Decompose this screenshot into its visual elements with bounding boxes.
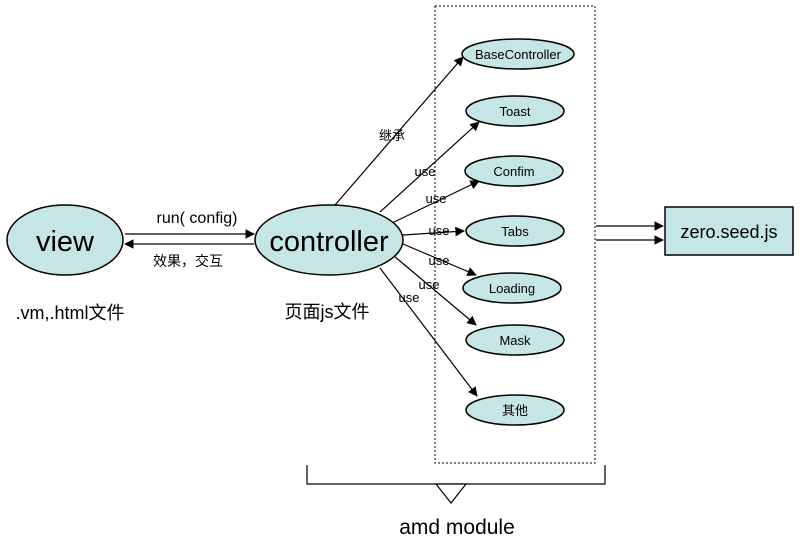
view-label: view xyxy=(36,226,95,258)
module-toast-ellipse xyxy=(465,95,565,127)
module-other-ellipse xyxy=(465,394,565,426)
controller-label: controller xyxy=(269,226,389,258)
use-label-tabs: use xyxy=(429,223,450,238)
use-arrow-other xyxy=(379,267,478,397)
use-label-loading: use xyxy=(429,253,450,268)
use-label-confim: use xyxy=(426,191,447,206)
use-arrow-loading xyxy=(402,243,477,277)
module-mask-ellipse xyxy=(465,324,565,356)
amd-bracket xyxy=(306,465,606,485)
use-arrow-toast xyxy=(379,121,480,213)
controller-ellipse xyxy=(254,204,404,276)
effect-interaction-label: 效果，交互 xyxy=(153,253,223,269)
module-toast[interactable]: Toast xyxy=(465,95,565,127)
inherit-arrow xyxy=(334,56,464,206)
inherit-label: 继承 xyxy=(379,128,405,143)
module-confim[interactable]: Confim xyxy=(464,155,564,187)
module-loading-label: Loading xyxy=(489,281,535,296)
run-config-label: run( config) xyxy=(157,210,238,227)
controller-caption: 页面js文件 xyxy=(285,302,370,322)
module-toast-label: Toast xyxy=(499,104,530,119)
module-mask[interactable]: Mask xyxy=(465,324,565,356)
module-other-label: 其他 xyxy=(502,403,528,418)
use-arrow-confim xyxy=(389,180,480,225)
use-label-mask: use xyxy=(419,277,440,292)
module-confim-ellipse xyxy=(464,155,564,187)
amd-module-caption: amd module xyxy=(399,516,515,539)
module-tabs-ellipse xyxy=(465,215,565,247)
zero-seed-box xyxy=(664,206,794,256)
use-arrow-tabs xyxy=(402,226,465,237)
module-tabs[interactable]: Tabs xyxy=(465,215,565,247)
use-arrow-mask xyxy=(393,255,477,326)
module-other[interactable]: 其他 xyxy=(465,394,565,426)
module-loading[interactable]: Loading xyxy=(462,272,562,304)
module-basecontroller-label: BaseController xyxy=(475,47,562,62)
view-node[interactable]: view xyxy=(6,204,124,276)
view-ellipse xyxy=(6,204,124,276)
module-mask-label: Mask xyxy=(499,333,531,348)
module-basecontroller[interactable]: BaseController xyxy=(461,38,575,70)
module-tabs-label: Tabs xyxy=(501,224,529,239)
view-caption: .vm,.html文件 xyxy=(15,303,124,323)
module-loading-ellipse xyxy=(462,272,562,304)
zero-seed-node[interactable]: zero.seed.js xyxy=(664,206,794,256)
use-label-toast: use xyxy=(415,164,436,179)
use-label-other: use xyxy=(399,290,420,305)
amd-module-container xyxy=(434,5,596,464)
zero-seed-label: zero.seed.js xyxy=(680,222,777,242)
amd-bracket-pointer xyxy=(434,483,468,504)
module-basecontroller-ellipse xyxy=(461,38,575,70)
module-confim-label: Confim xyxy=(493,164,534,179)
controller-node[interactable]: controller xyxy=(254,204,404,276)
